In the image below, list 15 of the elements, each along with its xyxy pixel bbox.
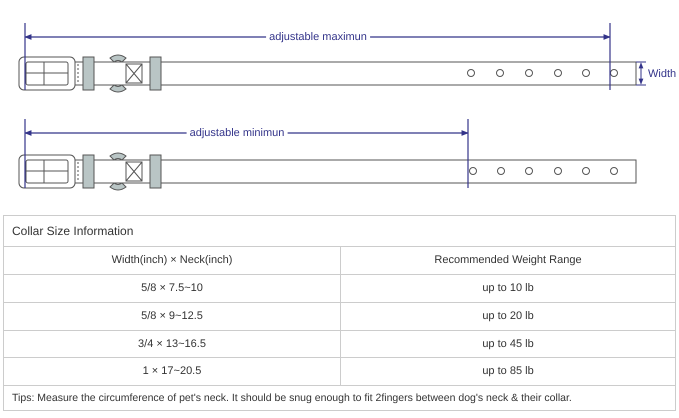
- table-cell: up to 20 lb: [482, 310, 534, 322]
- table-cell: 3/4 × 13~16.5: [138, 338, 206, 350]
- table-cell: 5/8 × 7.5~10: [141, 282, 203, 294]
- table-title: Collar Size Information: [12, 224, 134, 238]
- table-cell: up to 10 lb: [482, 282, 534, 294]
- table-cell: 5/8 × 9~12.5: [141, 310, 203, 322]
- dimension-label: adjustable minimun: [186, 127, 288, 139]
- table-cell: up to 45 lb: [482, 338, 534, 350]
- table-cell: 1 × 17~20.5: [142, 365, 202, 377]
- dimension-label: Width: [648, 68, 676, 80]
- tips-note: Tips: Measure the circumference of pet's neck. It should be snug enough to fit 2fingers between dog's neck & their collar.: [12, 392, 572, 404]
- table-cell: up to 85 lb: [482, 365, 534, 377]
- column-header: Recommended Weight Range: [434, 254, 582, 266]
- column-header: Width(inch) × Neck(inch): [112, 254, 232, 266]
- dimension-label: adjustable maximun: [266, 31, 370, 43]
